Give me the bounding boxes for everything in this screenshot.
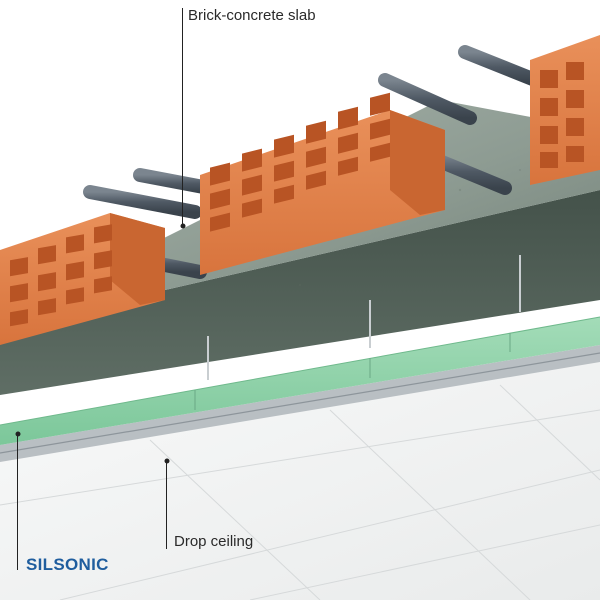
silsonic-insulation-layer bbox=[0, 317, 600, 445]
product-leader-line bbox=[17, 434, 18, 570]
ceiling-hangers bbox=[207, 255, 521, 380]
hollow-brick-left bbox=[0, 213, 165, 345]
product-label: SILSONIC bbox=[26, 555, 109, 574]
slab-label: Brick-concrete slab bbox=[188, 7, 316, 24]
slab-leader-line bbox=[182, 8, 183, 226]
slab-soffit bbox=[0, 190, 600, 395]
ceiling-label: Drop ceiling bbox=[174, 533, 254, 550]
hollow-brick-right bbox=[530, 35, 600, 185]
ceiling-leader-line bbox=[166, 461, 167, 549]
hollow-brick-middle bbox=[200, 92, 445, 275]
drop-ceiling-panel bbox=[0, 360, 600, 600]
ceiling-tile-grid bbox=[0, 384, 600, 601]
